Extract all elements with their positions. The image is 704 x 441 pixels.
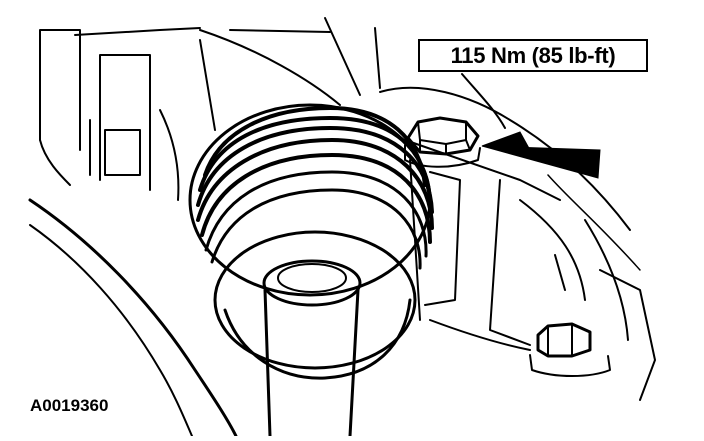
torque-callout: 115 Nm (85 lb-ft) — [418, 39, 648, 72]
cv-boot — [188, 103, 434, 380]
callout-leader — [461, 73, 506, 129]
wheel-arc — [28, 198, 238, 438]
direction-arrow-icon — [481, 131, 601, 179]
lower-bolt — [529, 322, 611, 377]
background-frame — [39, 17, 381, 201]
torque-label: 115 Nm (85 lb-ft) — [450, 42, 616, 68]
figure-id: A0019360 — [30, 396, 109, 415]
leader-line-right — [547, 174, 641, 271]
axle-shaft — [262, 259, 362, 438]
upper-bolt — [404, 116, 481, 168]
